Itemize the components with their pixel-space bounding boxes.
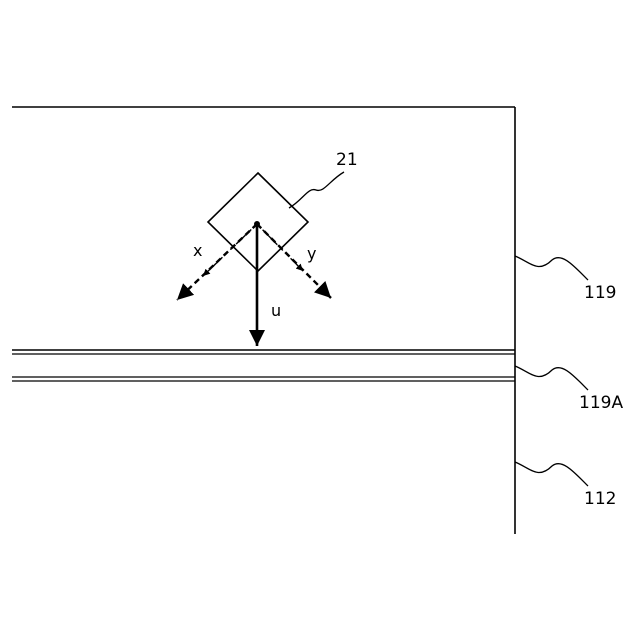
leader-line-119 [515, 256, 588, 280]
ref-label-119A: 119A [579, 393, 623, 413]
leader-line-119A [515, 366, 588, 390]
ref-label-21: 21 [336, 150, 358, 170]
boundary-layer [12, 350, 515, 381]
leader-line-112 [515, 462, 588, 486]
axis-x-label: x [193, 241, 202, 260]
leader-lines [289, 172, 588, 486]
region-outline [12, 107, 515, 534]
ref-label-112: 112 [584, 489, 616, 509]
axis-u-label: u [271, 301, 281, 320]
leader-line-21 [289, 172, 344, 208]
axis-y-label: y [307, 244, 316, 263]
ref-label-119: 119 [584, 283, 616, 303]
